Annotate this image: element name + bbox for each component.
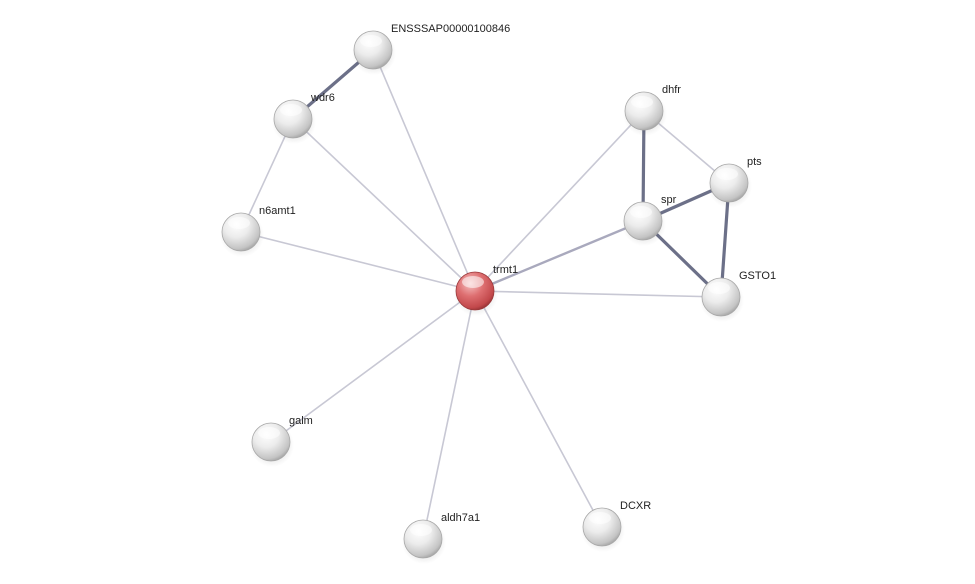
edge-ENSSSAP00000100846-trmt1[interactable] (372, 49, 476, 292)
node-label-trmt1: trmt1 (493, 264, 518, 276)
node-dhfr[interactable]: dhfr (623, 84, 681, 136)
node-gloss (280, 104, 302, 116)
node-label-DCXR: DCXR (620, 500, 651, 512)
node-label-aldh7a1: aldh7a1 (441, 512, 480, 524)
node-gloss (589, 512, 611, 524)
edge-trmt1-galm[interactable] (270, 290, 476, 443)
node-aldh7a1[interactable]: aldh7a1 (402, 512, 480, 564)
edge-trmt1-aldh7a1[interactable] (422, 290, 476, 540)
node-gloss (258, 427, 280, 439)
node-label-ENSSSAP00000100846: ENSSSAP00000100846 (391, 23, 510, 35)
node-layer: ENSSSAP00000100846 wdr6 n6amt1 trmt1 galm ald… (220, 23, 776, 564)
node-DCXR[interactable]: DCXR (581, 500, 651, 552)
node-spr[interactable]: spr (622, 194, 677, 246)
node-gloss (708, 282, 730, 294)
edge-trmt1-DCXR[interactable] (474, 290, 603, 528)
node-wdr6[interactable]: wdr6 (272, 92, 335, 144)
node-label-dhfr: dhfr (662, 84, 681, 96)
node-gloss (716, 168, 738, 180)
node-label-galm: galm (289, 415, 313, 427)
edge-wdr6-trmt1[interactable] (292, 118, 476, 292)
node-pts[interactable]: pts (708, 156, 762, 208)
edge-trmt1-dhfr[interactable] (474, 110, 645, 292)
node-label-wdr6: wdr6 (310, 92, 335, 104)
node-gloss (410, 524, 432, 536)
node-label-n6amt1: n6amt1 (259, 205, 296, 217)
edge-n6amt1-trmt1[interactable] (240, 231, 476, 292)
node-gloss (228, 217, 250, 229)
node-GSTO1[interactable]: GSTO1 (700, 270, 776, 322)
node-gloss (631, 96, 653, 108)
node-gloss (630, 206, 652, 218)
node-ENSSSAP00000100846[interactable]: ENSSSAP00000100846 (352, 23, 510, 75)
edge-trmt1-GSTO1[interactable] (474, 290, 722, 298)
node-label-spr: spr (661, 194, 677, 206)
node-trmt1[interactable]: trmt1 (454, 264, 518, 316)
node-gloss (360, 35, 382, 47)
node-label-GSTO1: GSTO1 (739, 270, 776, 282)
node-label-pts: pts (747, 156, 762, 168)
node-n6amt1[interactable]: n6amt1 (220, 205, 296, 257)
edge-trmt1-spr[interactable] (473, 219, 645, 293)
node-galm[interactable]: galm (250, 415, 313, 467)
node-gloss (462, 276, 484, 288)
